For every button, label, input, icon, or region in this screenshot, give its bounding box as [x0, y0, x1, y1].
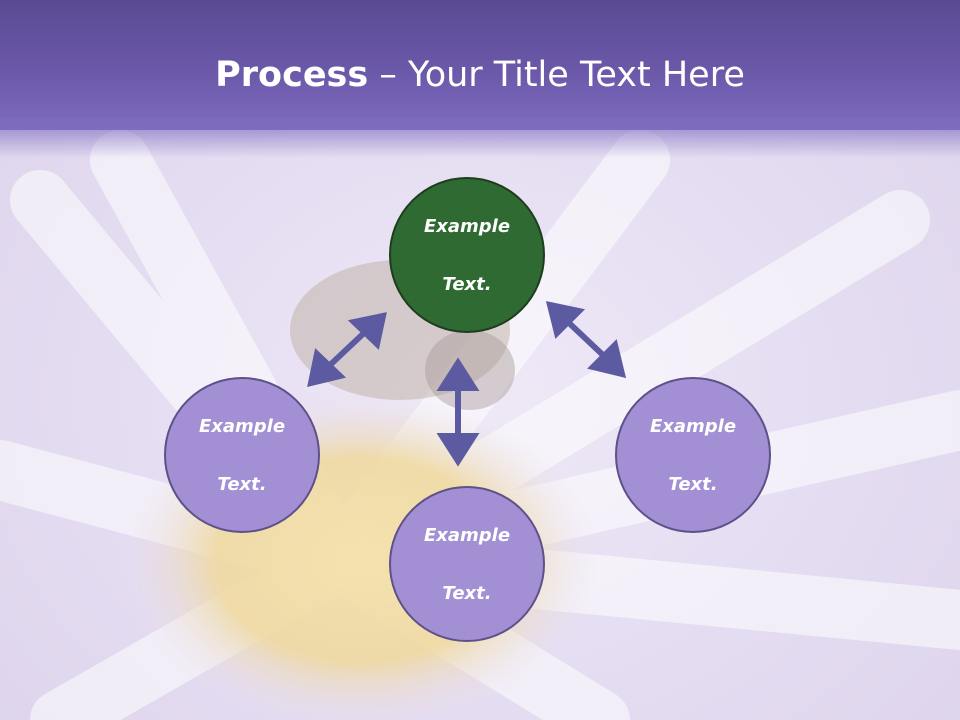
node-bottom-line2: Text. — [442, 582, 492, 604]
node-left-line1: Example — [198, 415, 286, 437]
arrow-vertical — [436, 357, 480, 467]
title-rest: – Your Title Text Here — [368, 55, 745, 95]
node-right-line1: Example — [649, 415, 737, 437]
node-right-line2: Text. — [668, 473, 718, 495]
title-bold: Process — [215, 55, 369, 95]
node-top-line2: Text. — [442, 273, 492, 295]
node-left-line2: Text. — [217, 473, 267, 495]
arrow-top-right — [545, 301, 627, 379]
title-bar — [0, 0, 960, 130]
slide-title: Process – Your Title Text Here — [0, 52, 960, 98]
title-bar-fade — [0, 118, 960, 158]
node-bottom-line1: Example — [423, 524, 511, 546]
node-top-line1: Example — [423, 215, 511, 237]
arrow-top-left — [307, 312, 387, 388]
